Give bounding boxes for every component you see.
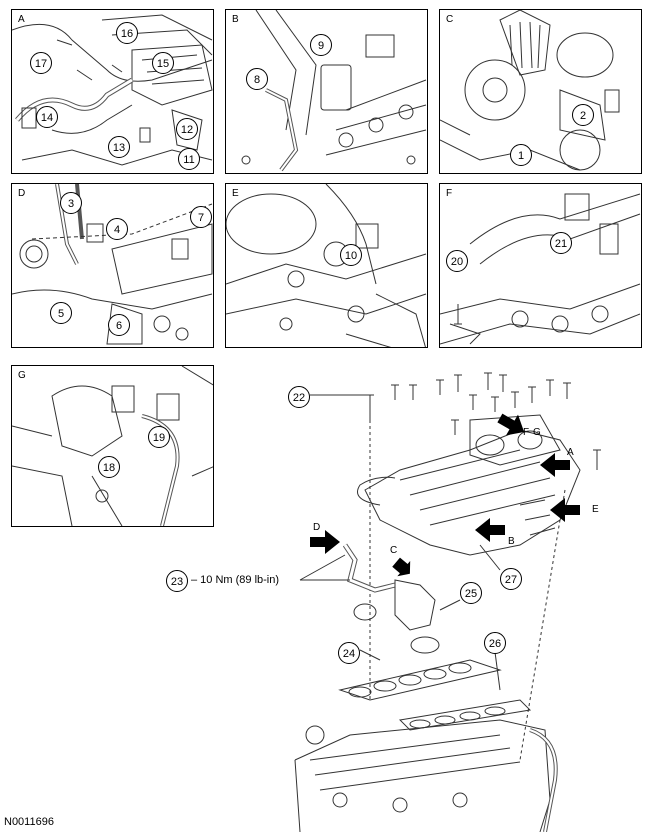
callout-10: 10 [340,244,362,266]
callout-9: 9 [310,34,332,56]
panel-b-drawing [241,10,427,172]
gaskets [338,659,532,731]
panel-label: C [446,14,454,25]
callout-4: 4 [106,218,128,240]
panel-label: E [232,188,239,199]
callout-20: 20 [446,250,468,272]
figure-id: N0011696 [4,816,54,828]
panel-a-drawing [12,14,213,166]
panel-d: D 3 4 7 5 6 [11,183,214,348]
panel-a: A 17 16 15 14 13 12 11 [11,9,214,174]
panel-c: C 2 1 [439,9,642,174]
callout-8: 8 [246,68,268,90]
arrow-label-g: G [533,427,541,438]
arrow-label-c: C [390,545,398,556]
callout-23: 23 [166,570,188,592]
arrow-label-a: A [567,447,574,458]
panel-b: B 9 8 [225,9,428,174]
arrow-label-e: E [592,504,599,515]
panel-label: B [232,14,239,25]
callout-22: 22 [288,386,310,408]
arrow-label-f: F [523,427,530,438]
callout-7: 7 [190,206,212,228]
panel-e-drawing [226,184,427,347]
arrow-label-b: B [508,536,515,547]
callout-24: 24 [338,642,360,664]
callout-14: 14 [36,106,58,128]
arrow-label-d: D [313,522,321,533]
callout-27: 27 [500,568,522,590]
callout-25: 25 [460,582,482,604]
callout-3: 3 [60,192,82,214]
callout-19: 19 [148,426,170,448]
panel-g-drawing [12,366,213,526]
bolts [366,372,601,470]
panel-label: G [18,370,26,381]
callout-5: 5 [50,302,72,324]
panel-e: E 10 [225,183,428,348]
torque-spec: – 10 Nm (89 lb-in) [191,574,280,586]
panel-label: A [18,14,25,25]
callout-21: 21 [550,232,572,254]
direction-arrows [310,413,580,577]
callout-16: 16 [116,22,138,44]
callout-6: 6 [108,314,130,336]
callout-12: 12 [176,118,198,140]
callout-18: 18 [98,456,120,478]
callout-1: 1 [510,144,532,166]
callout-15: 15 [152,52,174,74]
callout-17: 17 [30,52,52,74]
panel-g: G 19 18 [11,365,214,527]
panel-c-drawing [440,10,620,171]
panel-label: F [446,188,453,199]
callout-11: 11 [178,148,200,170]
callout-26: 26 [484,632,506,654]
panel-f: F 20 21 [439,183,642,348]
callout-2: 2 [572,104,594,126]
panel-label: D [18,188,26,199]
callout-13: 13 [108,136,130,158]
